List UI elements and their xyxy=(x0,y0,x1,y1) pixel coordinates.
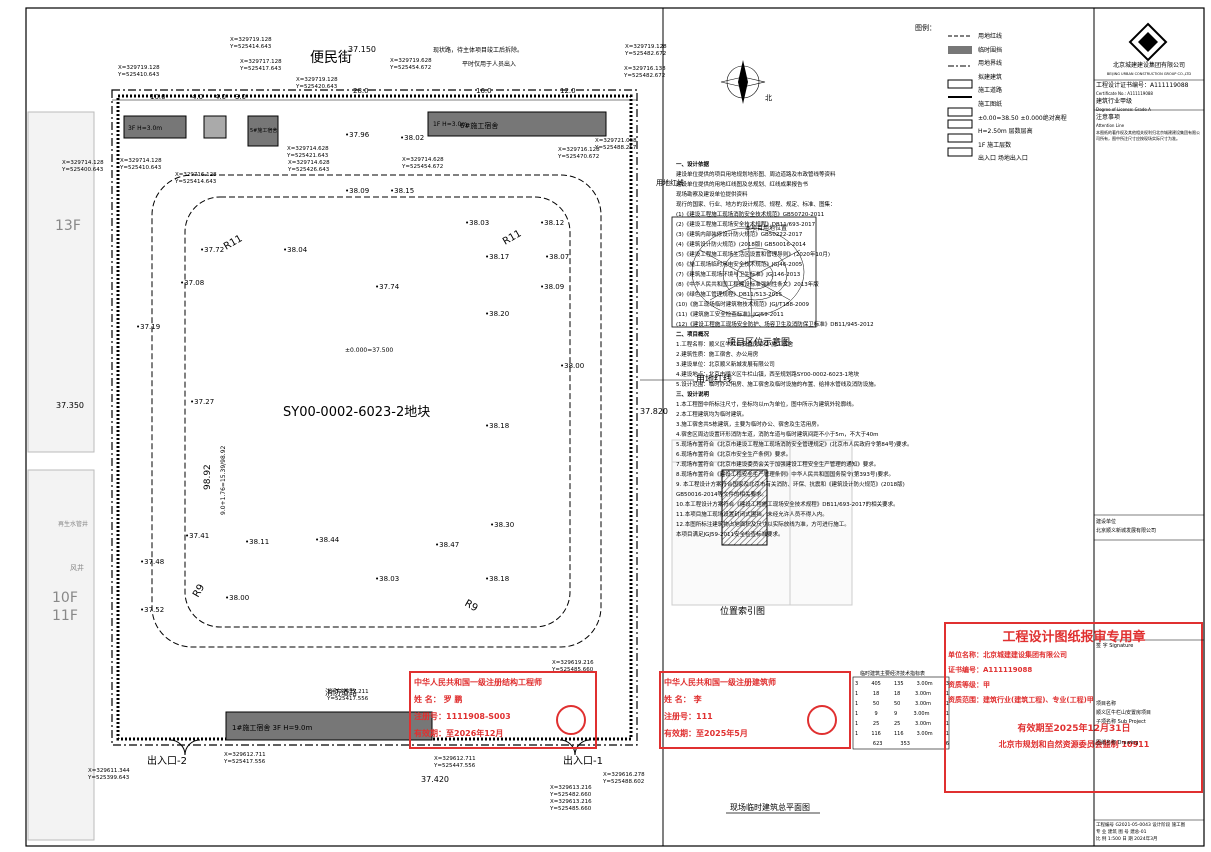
fire-road-outer xyxy=(151,174,602,648)
stamp-structural-engineer xyxy=(409,671,597,749)
map-title: 项目区位示意图 xyxy=(727,336,790,348)
fire-road-inner xyxy=(184,196,571,628)
stamp-seal-icon xyxy=(556,705,586,735)
building-5 xyxy=(247,115,279,147)
svg-text:10.0: 10.0 xyxy=(150,93,166,101)
entrance-1: 出入口-1 xyxy=(563,754,603,767)
stamp-seal-icon-2 xyxy=(807,705,837,735)
svg-text:28.0: 28.0 xyxy=(353,87,369,95)
svg-text:12.0: 12.0 xyxy=(560,87,576,95)
street-name: 便民街 xyxy=(310,50,352,66)
svg-text:4.0: 4.0 xyxy=(192,93,203,101)
radius-tl: R11 xyxy=(222,233,245,252)
neighbor-label-water: 再生水管井 xyxy=(58,520,88,528)
titleblock-grid xyxy=(1094,79,1204,821)
sheet-frame xyxy=(25,7,1205,847)
elev-top: 37.150 xyxy=(348,45,376,54)
note-top-2: 平时仅用于人员出入 xyxy=(462,60,516,68)
radius-br: R9 xyxy=(463,598,480,614)
land-line-label-top: 用地红线 xyxy=(656,178,684,187)
neighbor-building-block xyxy=(27,111,95,453)
index-title: 位置索引图 xyxy=(720,605,765,617)
area-table-title: 临时建筑主要经济技术指标表 xyxy=(860,670,925,677)
svg-text:3.0: 3.0 xyxy=(235,93,246,101)
map-project-label: 本项目用地位置 xyxy=(745,224,787,232)
neighbor-label-10f: 10F xyxy=(52,590,78,606)
neighbor-building-block-2 xyxy=(27,469,95,841)
radius-tr: R11 xyxy=(501,228,524,247)
width-dim: 98.92 xyxy=(203,464,213,490)
svg-text:16.0: 16.0 xyxy=(476,87,492,95)
site-boundary xyxy=(111,89,638,746)
north-arrow-icon xyxy=(720,60,766,104)
building-small-a xyxy=(203,115,227,139)
neighbor-label-13f: 13F xyxy=(55,218,81,234)
building-1 xyxy=(225,711,433,741)
drawing-bottom-title: 现场临时建筑总平面图 xyxy=(730,802,810,812)
building-6-height: 1F H=3.0m xyxy=(433,121,467,128)
fire-road-label: 消防道路 xyxy=(325,687,357,697)
elev-left: 37.350 xyxy=(56,401,84,410)
svg-text:4.0: 4.0 xyxy=(215,93,226,101)
stamp-architect xyxy=(659,671,851,749)
legend-swatches xyxy=(947,35,973,157)
neighbor-label-11f: 11F xyxy=(52,608,78,624)
legend-title: 图例： xyxy=(915,23,936,32)
svg-text:北: 北 xyxy=(765,94,772,102)
building-3f-label: 3F H=3.0m xyxy=(128,125,162,132)
radius-bl: R9 xyxy=(191,582,207,599)
elevation-zero: ±0.000=37.500 xyxy=(345,347,393,354)
elev-bottom: 37.420 xyxy=(421,775,449,784)
gate-2-icon xyxy=(169,739,201,756)
note-top: 现状路，待主体项目竣工后拆除。 xyxy=(433,46,523,54)
location-map-frame xyxy=(671,216,817,328)
building-6 xyxy=(427,111,607,137)
neighbor-label-shaft: 风井 xyxy=(70,563,84,572)
entrance-2: 出入口-2 xyxy=(147,754,187,767)
company-logo-icon xyxy=(1128,22,1168,62)
gate-1-icon xyxy=(559,739,591,756)
parcel-label: SY00-0002-6023-2地块 xyxy=(283,405,430,420)
location-map-icon xyxy=(691,227,805,319)
building-6-label: 6#施工宿舍 xyxy=(460,121,498,130)
stamp-review xyxy=(944,622,1203,793)
width-dim-2: 9.0+1.76=15.39/98.92 xyxy=(220,445,227,515)
building-1-label: 1#施工宿舍 3F H=9.0m xyxy=(232,723,313,732)
area-table-frame xyxy=(852,676,950,750)
land-line-label: 用地红线 xyxy=(696,373,732,385)
building-3f xyxy=(123,115,187,139)
index-project-block xyxy=(721,469,768,546)
building-5-label: 5#施工宿舍 xyxy=(250,127,277,134)
elev-right: 37.820 xyxy=(640,407,668,416)
